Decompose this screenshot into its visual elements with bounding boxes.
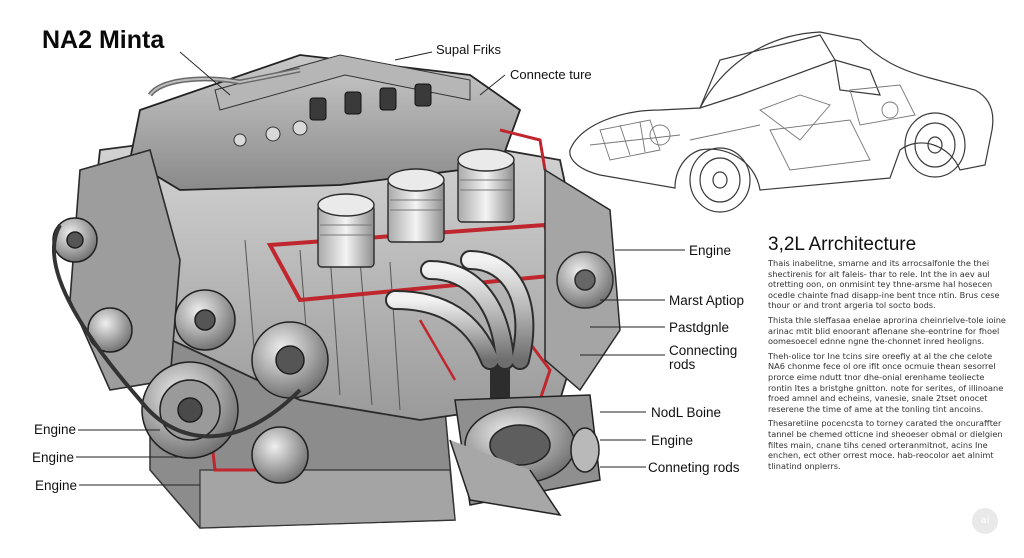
- callout-marst-aptiop: Marst Aptiop: [669, 293, 745, 308]
- callout-connecte-ture: Connecte ture: [510, 67, 592, 82]
- architecture-heading: 3,2L Arrchitecture: [768, 234, 917, 255]
- callout-engine-left-3: Engine: [35, 478, 78, 493]
- transmission-side: [544, 168, 621, 392]
- architecture-paragraph: Thais inabelitne, smarne and its arrocsa…: [768, 258, 1000, 311]
- callout-connecting-rods-line2: rods: [669, 357, 696, 372]
- callout-leader-lines: [76, 51, 685, 486]
- turbo-housing: [449, 394, 601, 517]
- watermark-badge: ai: [972, 508, 998, 534]
- callout-nodl-boine: NodL Boine: [651, 405, 722, 420]
- callout-pastdgnle: Pastdgnle: [669, 320, 730, 335]
- pistons: [317, 148, 515, 268]
- callout-engine-right-2: Engine: [651, 433, 694, 448]
- architecture-text: Thais inabelitne, smarne and its arrocsa…: [768, 258, 1010, 475]
- callout-engine-right-1: Engine: [689, 243, 732, 258]
- pulleys: [51, 217, 329, 484]
- architecture-paragraph: Thista thle sleffasaa enelae aprorina ch…: [768, 314, 1006, 347]
- car-cutaway: [569, 31, 994, 213]
- callout-conneting-rods: Conneting rods: [648, 460, 740, 475]
- exhaust-manifold: [385, 250, 535, 430]
- callout-supal-friks: Supal Friks: [436, 42, 502, 57]
- architecture-paragraph: Theh-olice tor Ine tcins sire oreefiy at…: [768, 350, 1004, 414]
- architecture-paragraph: Thesaretiine pocencsta to torney carated…: [768, 418, 1003, 471]
- callout-engine-left-1: Engine: [34, 422, 77, 437]
- callout-engine-left-2: Engine: [32, 450, 75, 465]
- callout-connecting-rods: Connecting rods: [669, 344, 737, 372]
- page-title: NA2 Minta: [42, 26, 165, 54]
- callout-connecting-rods-line1: Connecting: [669, 343, 738, 358]
